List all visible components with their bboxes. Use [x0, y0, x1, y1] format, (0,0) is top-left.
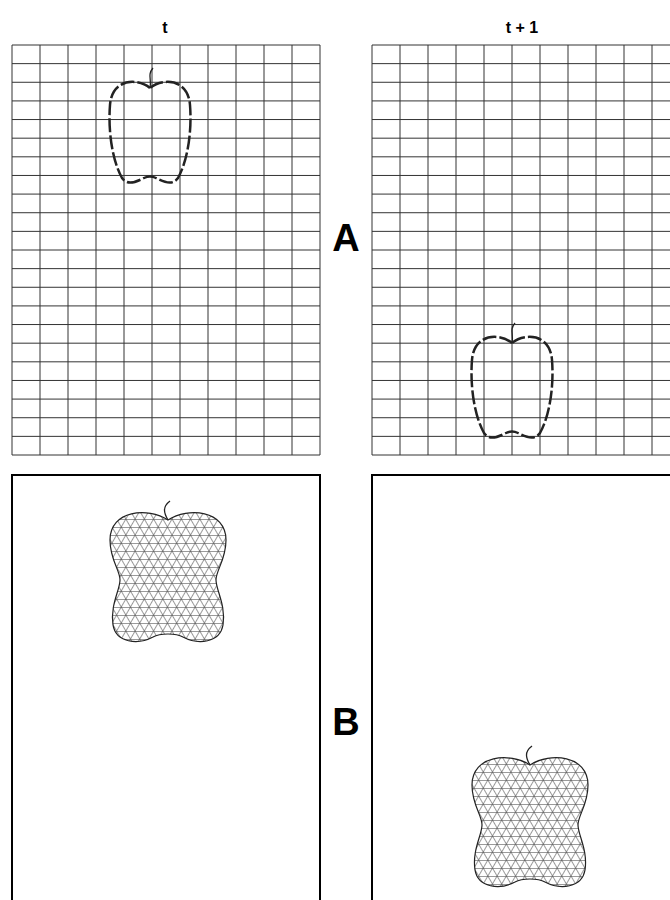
apple-outline	[110, 68, 191, 183]
frame	[12, 475, 320, 900]
time-label: t + 1	[506, 20, 538, 36]
apple-outline	[472, 323, 553, 438]
apple-mesh	[110, 501, 226, 641]
apple-mesh	[472, 746, 588, 886]
panel-letter: A	[332, 219, 359, 257]
frame	[372, 475, 670, 900]
time-label: t	[162, 20, 167, 36]
grid	[12, 45, 670, 455]
panel-letter: B	[332, 703, 359, 741]
